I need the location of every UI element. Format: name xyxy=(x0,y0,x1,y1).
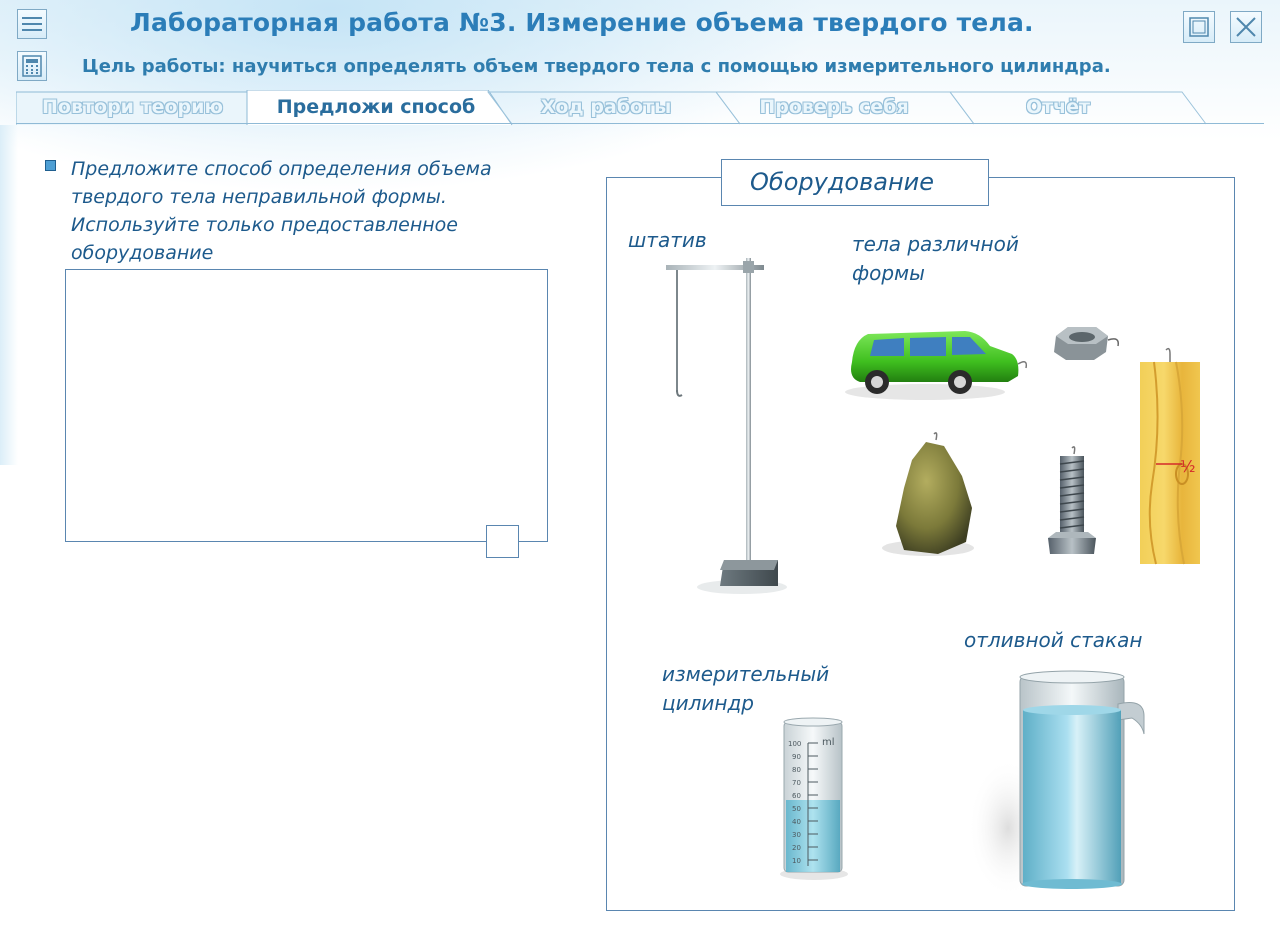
half-mark: ½ xyxy=(1180,457,1196,476)
overflow-vessel-label: отливной стакан xyxy=(964,628,1143,652)
maximize-icon xyxy=(1189,17,1209,37)
equipment-title: Оборудование xyxy=(721,159,989,206)
bullet-marker xyxy=(45,160,56,171)
scale-10: 10 xyxy=(792,857,801,865)
bolt-image[interactable] xyxy=(1040,446,1104,560)
scale-30: 30 xyxy=(792,831,801,839)
tab-strip xyxy=(16,90,1207,126)
bodies-label: тела различной формы xyxy=(852,232,1019,285)
scale-90: 90 xyxy=(792,753,801,761)
tab-theory[interactable]: Повтори теорию xyxy=(42,96,223,118)
tab-suggest-method[interactable]: Предложи способ xyxy=(276,96,476,118)
scale-100: 100 xyxy=(788,740,801,748)
calculator-icon xyxy=(22,55,42,77)
answer-input[interactable] xyxy=(65,269,548,542)
measuring-cylinder-image[interactable]: 100 90 80 70 60 50 40 30 20 10 ml xyxy=(774,716,854,882)
close-button[interactable] xyxy=(1230,11,1262,43)
task-instruction: Предложите способ определения объема тве… xyxy=(71,158,492,264)
scale-20: 20 xyxy=(792,844,801,852)
hex-nut-image[interactable] xyxy=(1048,322,1124,364)
lab-stand-image[interactable] xyxy=(660,252,790,602)
tab-self-check[interactable]: Проверь себя xyxy=(759,96,909,118)
tab-report[interactable]: Отчёт xyxy=(1025,96,1091,118)
unit-ml: ml xyxy=(822,737,835,748)
scale-40: 40 xyxy=(792,818,801,826)
cylinder-label: измерительный цилиндр xyxy=(662,662,830,715)
window-title: Лабораторная работа №3. Измерение объема… xyxy=(130,8,1034,37)
stand-label: штатив xyxy=(628,228,707,252)
maximize-button[interactable] xyxy=(1183,11,1215,43)
overflow-vessel-image[interactable] xyxy=(968,668,1152,892)
answer-submit-button[interactable] xyxy=(486,525,519,558)
scale-50: 50 xyxy=(792,805,801,813)
stone-image[interactable] xyxy=(878,430,982,560)
scale-70: 70 xyxy=(792,779,801,787)
left-edge-shading xyxy=(0,125,18,465)
close-icon xyxy=(1236,17,1256,37)
toy-car-image[interactable] xyxy=(830,318,1035,404)
menu-button[interactable] xyxy=(17,9,47,39)
scale-80: 80 xyxy=(792,766,801,774)
wooden-block-image[interactable]: ½ xyxy=(1136,344,1206,566)
work-goal: Цель работы: научиться определять объем … xyxy=(82,56,1111,77)
tab-baseline xyxy=(16,123,1264,124)
menu-icon xyxy=(22,17,42,31)
calculator-button[interactable] xyxy=(17,51,47,81)
tab-procedure[interactable]: Ход работы xyxy=(540,96,672,118)
scale-60: 60 xyxy=(792,792,801,800)
